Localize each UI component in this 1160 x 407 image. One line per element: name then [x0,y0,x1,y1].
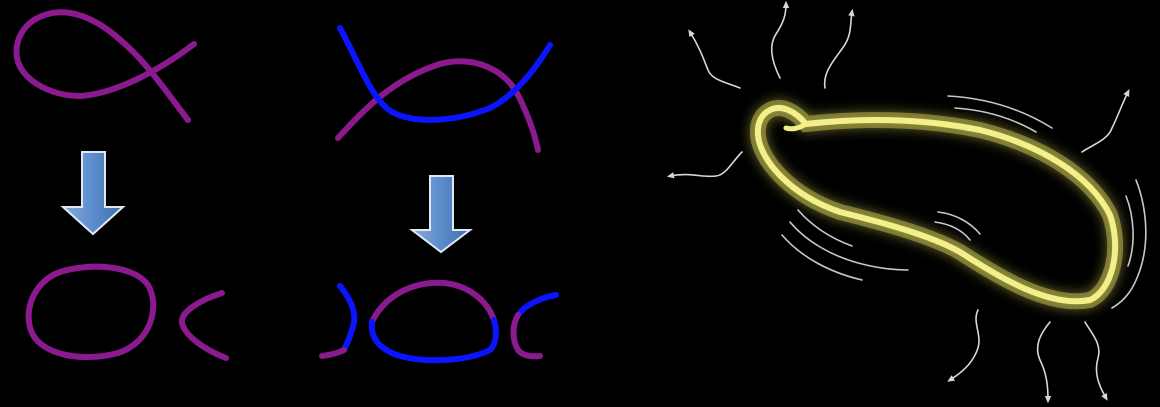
wavy-arrow-icon [1081,89,1130,153]
self-crossing-loop [13,9,197,123]
purple-arc [369,279,497,325]
loop-fragment [178,290,229,361]
purple-left-tail [319,347,347,359]
wavy-arrow-icon [770,0,790,79]
wavy-arrow-icon [1036,321,1052,404]
wavy-arrow-icon [666,151,743,179]
purple-right-tail [510,312,543,360]
closed-loop [25,263,157,361]
purple-strand [335,58,541,153]
down-arrow-icon [409,175,473,254]
panel-two-loops [319,25,559,364]
wavy-arrow-icon [1084,321,1108,401]
glowing-loop-halo [749,100,1124,310]
panel-single-loop [13,9,229,361]
loop-nub [783,121,809,132]
blue-bottom-arc [368,317,499,364]
motion-lines [781,95,1147,309]
wavy-arrow-icon [947,309,980,382]
wavy-arrow-icon [823,8,855,89]
wavy-arrow-icon [688,29,741,89]
blue-left-segment [337,283,358,353]
down-arrow-icon [60,151,126,236]
blue-right-segment [515,292,559,318]
emission-arrows [666,0,1130,404]
blue-strand [337,25,553,123]
glowing-loop [754,104,1119,305]
panel-glowing-loop [666,0,1147,404]
